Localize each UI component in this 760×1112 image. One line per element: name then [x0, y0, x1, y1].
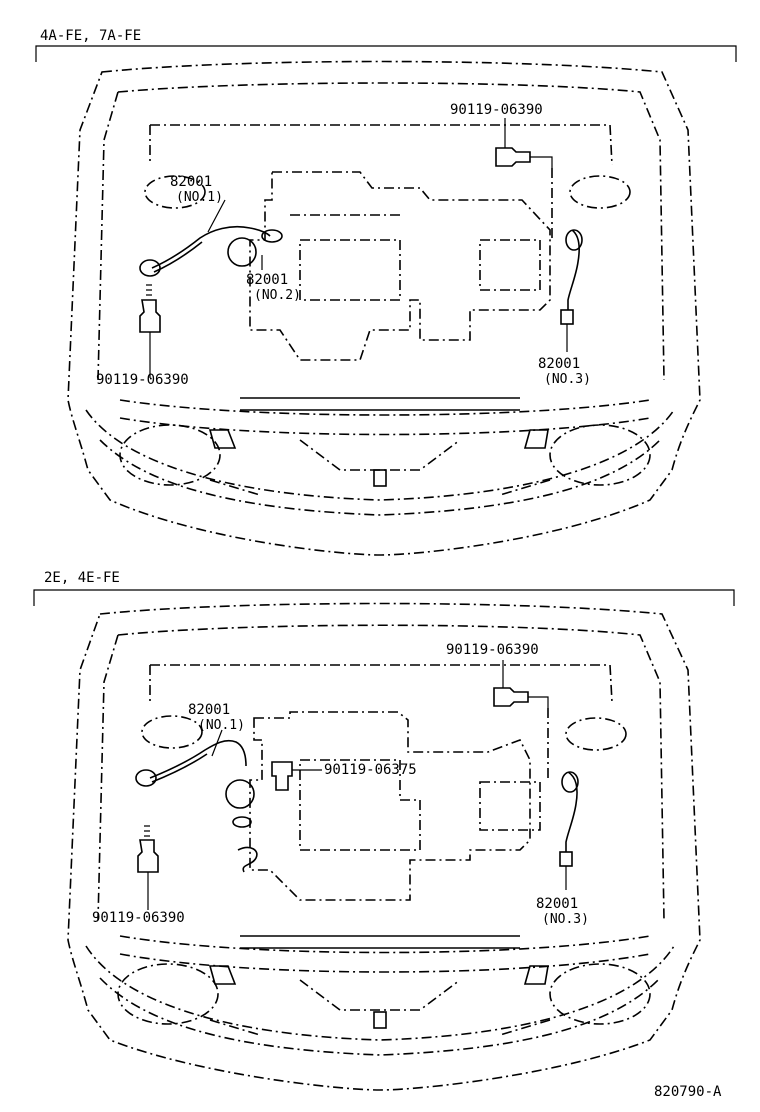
wire-no3 — [567, 229, 580, 310]
engine-block-2 — [249, 711, 531, 901]
label-wire1-part-1: 82001 — [170, 174, 213, 190]
figure-id: 820790-A — [654, 1084, 722, 1100]
section-2-bracket — [33, 589, 735, 606]
clamp-2 — [225, 779, 255, 809]
label-wire3-part-1: 82001 — [538, 356, 581, 372]
headlight-left — [119, 424, 221, 486]
label-bolt-top-1: 90119-06390 — [450, 102, 543, 118]
label-wire1-no-1: (NO.1) — [176, 190, 223, 205]
clamp-no2 — [227, 237, 257, 267]
section-1-bracket — [35, 45, 737, 62]
label-bolt-left-1: 90119-06390 — [96, 372, 189, 388]
label-bolt-center-2: 90119-06375 — [324, 762, 417, 778]
section-2-header: 2E, 4E-FE — [44, 570, 120, 586]
wire-no1-2 — [149, 739, 247, 779]
terminal-no1-2 — [135, 769, 157, 787]
headlight-right-2 — [549, 963, 651, 1025]
label-bolt-top-2: 90119-06390 — [446, 642, 539, 658]
radiator-support-2 — [119, 935, 651, 973]
hood-outline — [67, 60, 701, 556]
section-1-drawing — [35, 45, 737, 556]
terminal-no1 — [139, 259, 161, 277]
section-1-header: 4A-FE, 7A-FE — [40, 28, 142, 44]
terminal-no2 — [261, 229, 283, 243]
label-bolt-left-2: 90119-06390 — [92, 910, 185, 926]
headlight-left-2 — [117, 963, 219, 1025]
wire-no3-2 — [565, 771, 578, 852]
label-wire2-no-1: (NO.2) — [254, 288, 301, 303]
label-wire3-part-2: 82001 — [536, 896, 579, 912]
label-wire2-part-1: 82001 — [246, 272, 289, 288]
label-wire3-no-1: (NO.3) — [544, 372, 591, 387]
hood-outline-2 — [67, 602, 701, 1091]
section-2-drawing — [33, 589, 735, 1091]
bolt-top-2 — [493, 687, 529, 707]
bolt-center-2 — [271, 761, 293, 791]
bolt-left-1 — [139, 299, 161, 333]
radiator-support — [119, 399, 651, 436]
terminal-no3 — [565, 229, 583, 251]
terminal-no3-2 — [561, 771, 579, 793]
label-wire3-no-2: (NO.3) — [542, 912, 589, 927]
bolt-left-2 — [137, 839, 159, 873]
bolt-top-1 — [495, 147, 531, 167]
headlight-right — [549, 424, 651, 486]
label-wire1-no-2: (NO.1) — [198, 718, 245, 733]
label-wire1-part-2: 82001 — [188, 702, 231, 718]
